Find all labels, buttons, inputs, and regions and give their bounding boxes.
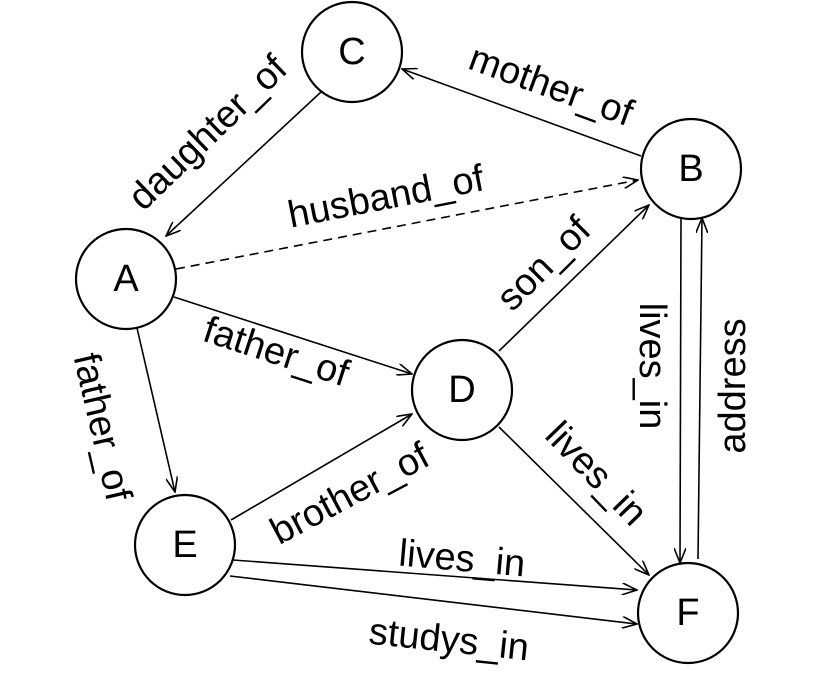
node-e-label: E — [172, 524, 197, 566]
edge-c-to-a — [166, 91, 322, 236]
node-b-label: B — [678, 148, 703, 190]
node-d: D — [410, 338, 514, 442]
node-e: E — [133, 493, 237, 597]
edge-label-mother-of: mother_of — [463, 37, 639, 135]
edge-e-to-d — [230, 414, 412, 521]
edge-e-to-f-lives — [232, 559, 637, 590]
node-b: B — [639, 117, 743, 221]
node-a: A — [74, 227, 178, 331]
node-d-label: D — [448, 369, 475, 411]
edge-label-daughter-of: daughter_of — [120, 47, 295, 218]
edge-label-father-of-a-d: father_of — [198, 309, 354, 395]
edge-a-to-b — [175, 180, 638, 270]
edge-d-to-f — [498, 426, 649, 575]
edge-label-address: address — [712, 318, 754, 453]
edge-d-to-b — [498, 205, 649, 352]
node-f: F — [636, 561, 740, 665]
node-f-label: F — [676, 592, 699, 634]
edge-label-studys-in: studys_in — [367, 611, 531, 670]
edge-a-to-e — [136, 327, 175, 492]
node-c: C — [300, 0, 404, 104]
edge-a-to-d — [173, 296, 412, 374]
edge-label-lives-in-d-f: lives_in — [537, 414, 655, 534]
edge-f-to-b — [698, 218, 702, 560]
edge-b-to-c — [402, 69, 642, 157]
edge-label-lives-in-b-f: lives_in — [631, 303, 673, 430]
edge-label-husband-of: husband_of — [284, 157, 487, 236]
edge-label-son-of: son_of — [489, 209, 600, 320]
edge-b-to-f — [680, 217, 681, 563]
edge-label-lives-in-e-f: lives_in — [397, 533, 527, 586]
node-a-label: A — [113, 258, 139, 300]
edge-e-to-f-studys — [229, 575, 637, 624]
node-c-label: C — [338, 31, 365, 73]
edge-label-father-of-a-e: father_of — [65, 349, 140, 505]
